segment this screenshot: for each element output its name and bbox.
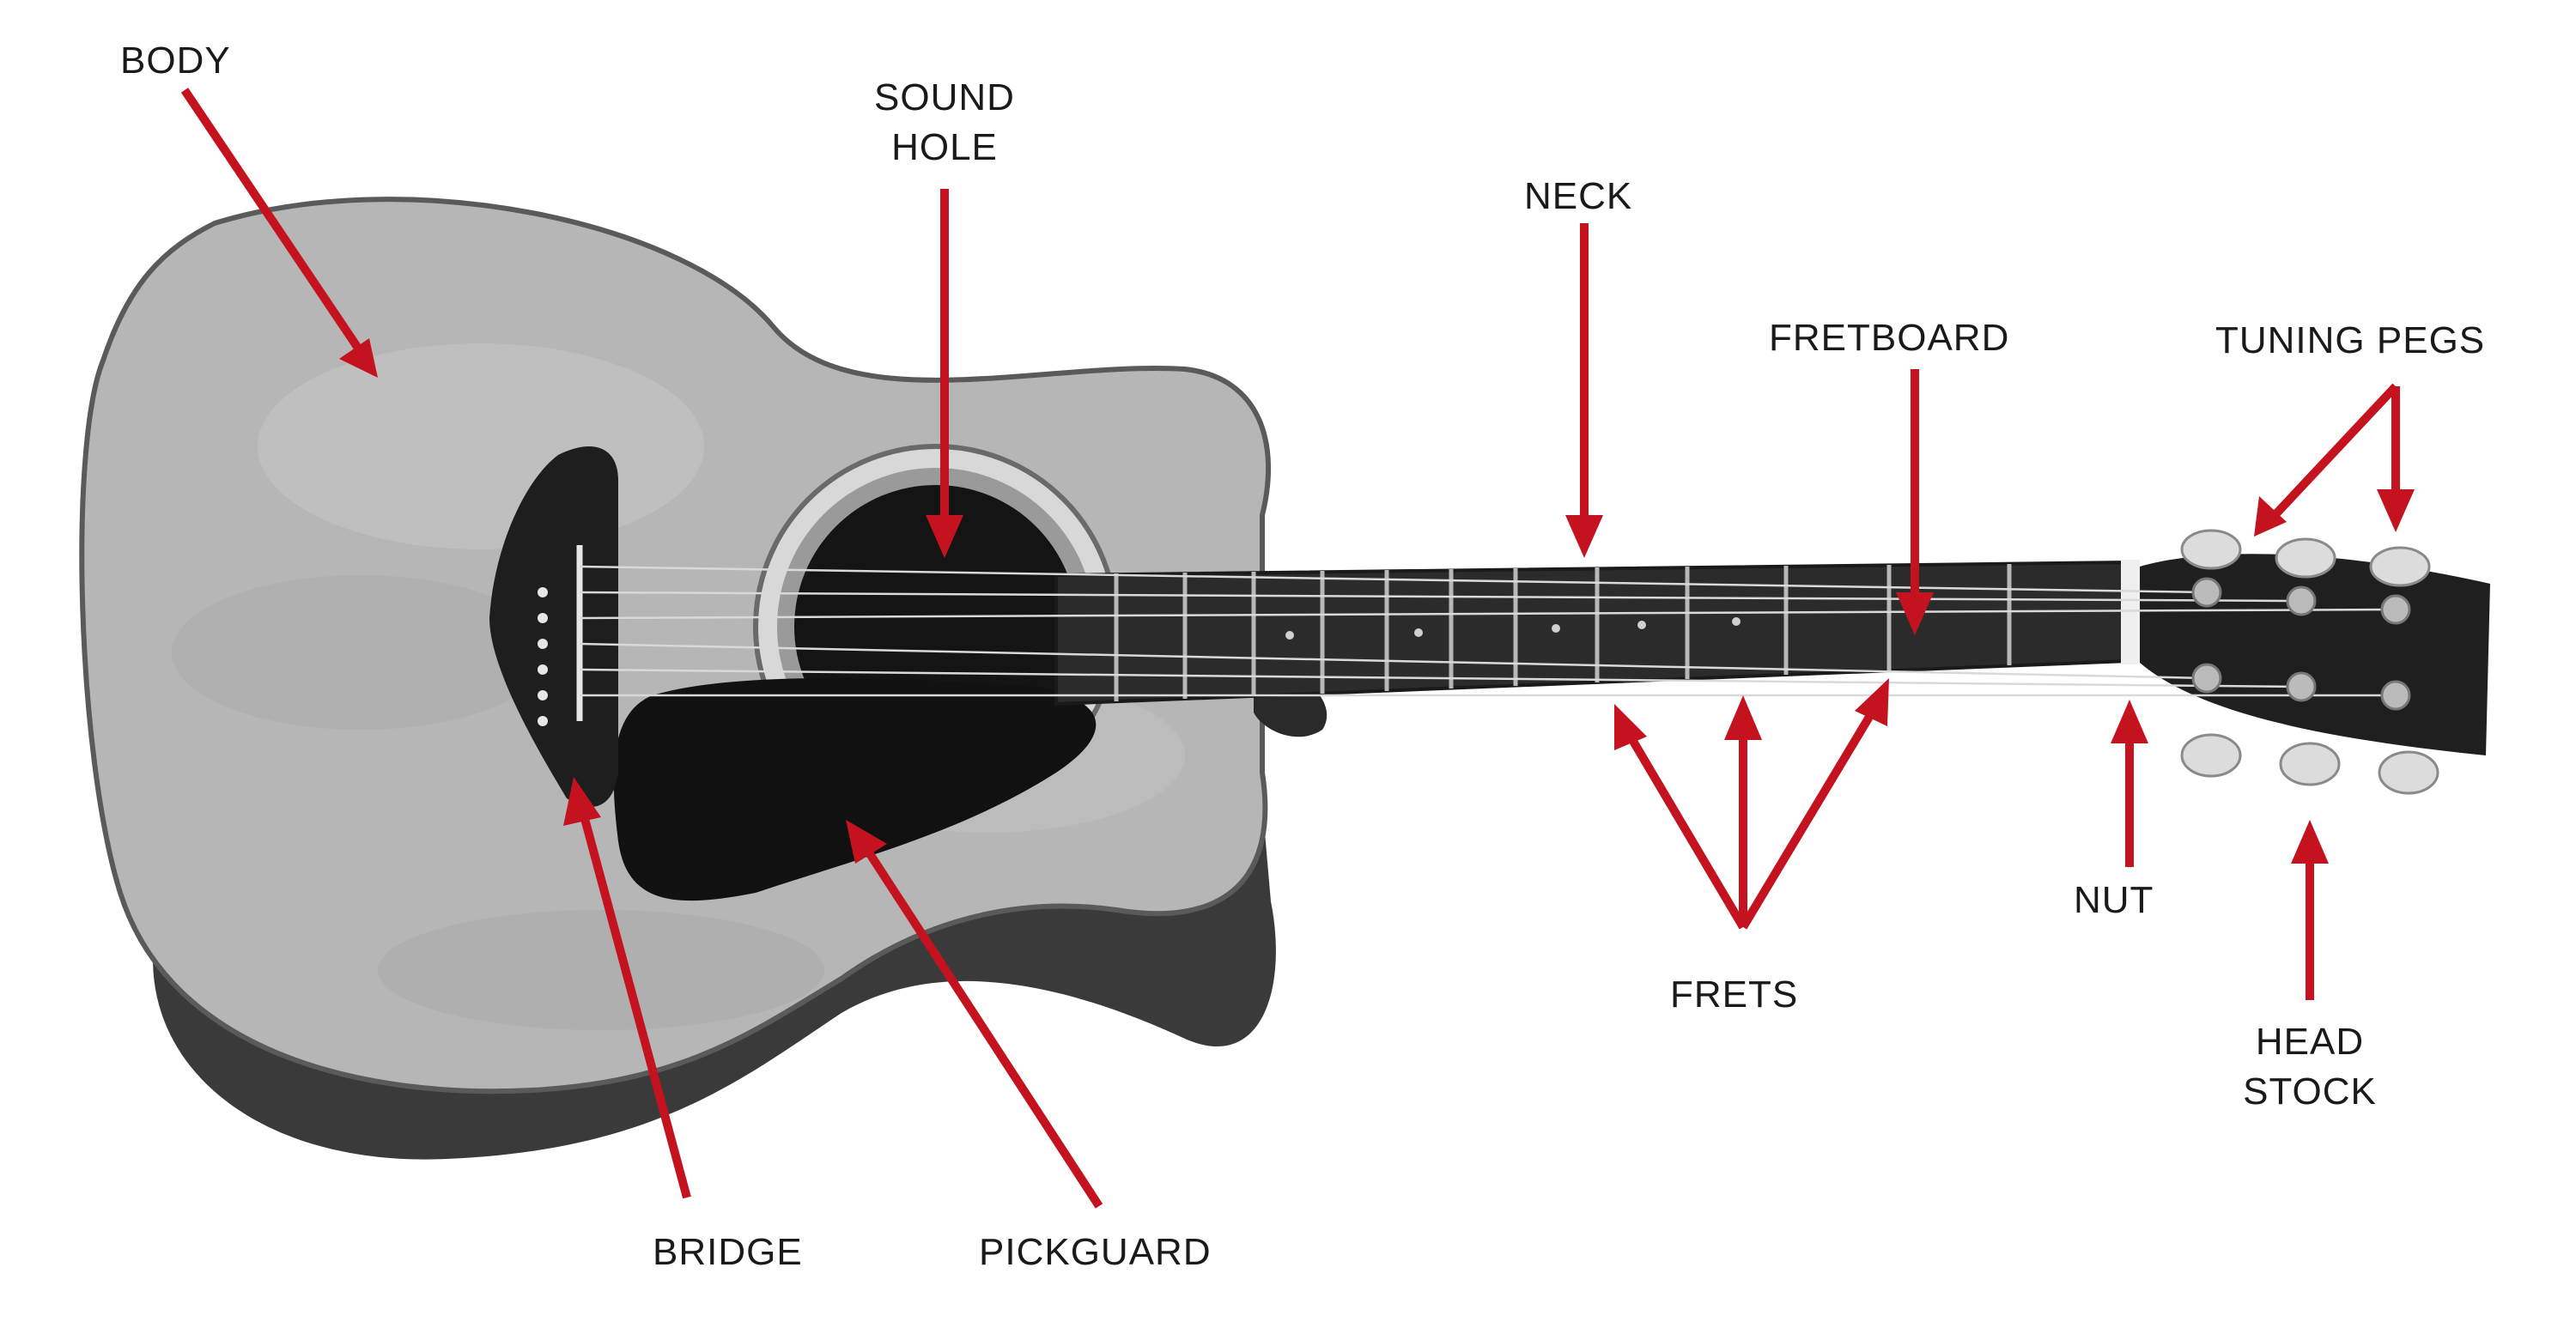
label-sound-hole-line1: SOUND xyxy=(874,76,1015,118)
tuning-pegs xyxy=(2180,529,2439,795)
bridge xyxy=(489,446,618,807)
label-head-stock-line2: STOCK xyxy=(2243,1070,2377,1113)
label-frets: FRETS xyxy=(1670,973,1799,1016)
label-sound-hole: SOUND HOLE xyxy=(863,73,1026,173)
label-neck: NECK xyxy=(1524,175,1633,217)
fret-wires xyxy=(1114,564,2012,701)
headstock xyxy=(2140,554,2490,755)
label-head-stock: HEAD STOCK xyxy=(2228,1017,2391,1117)
label-pickguard: PICKGUARD xyxy=(979,1231,1212,1273)
label-tuning-pegs: TUNING PEGS xyxy=(2215,319,2486,361)
label-sound-hole-line2: HOLE xyxy=(891,126,998,168)
string-posts xyxy=(2191,577,2411,711)
pickguard xyxy=(613,678,1097,901)
label-body: BODY xyxy=(120,39,231,82)
strings xyxy=(579,565,2397,697)
callout-arrows xyxy=(180,88,2415,1209)
label-fretboard: FRETBOARD xyxy=(1769,317,2010,359)
label-head-stock-line1: HEAD xyxy=(2255,1021,2365,1063)
nut xyxy=(2121,560,2140,664)
label-nut: NUT xyxy=(2074,879,2154,921)
label-bridge: BRIDGE xyxy=(653,1231,803,1273)
